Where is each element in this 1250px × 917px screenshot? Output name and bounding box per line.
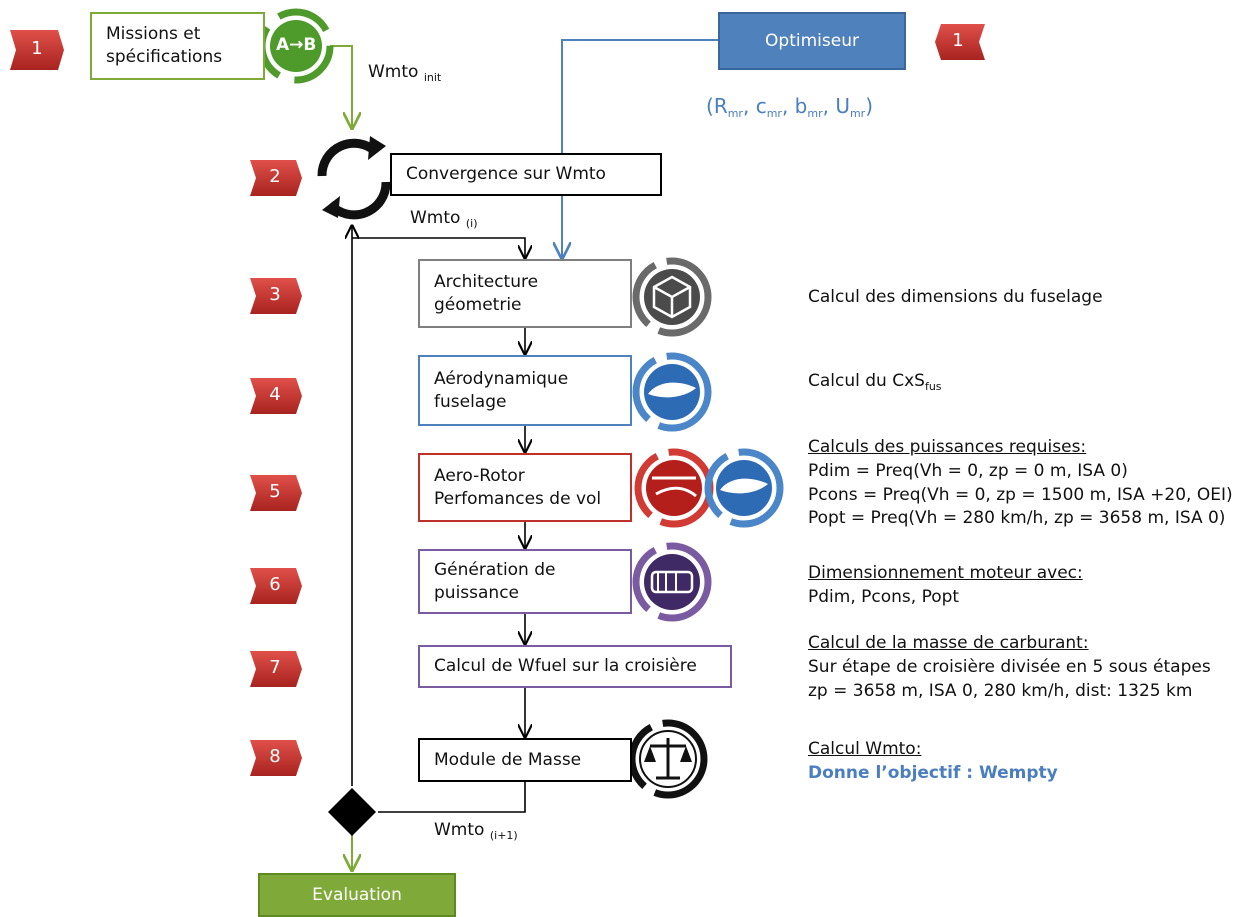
step-number-2: 2 bbox=[269, 166, 281, 187]
aero-line2: fuselage bbox=[434, 391, 507, 412]
missions-line2: spécifications bbox=[106, 47, 223, 67]
fuel-desc-line2: zp = 3658 m, ISA 0, 280 km/h, dist: 1325… bbox=[808, 680, 1193, 701]
aero-description: Calcul du CxSfus bbox=[808, 370, 942, 394]
gen-desc-line1: Pdim, Pcons, Popt bbox=[808, 586, 960, 607]
rotor-desc-line3: Popt = Preq(Vh = 280 km/h, zp = 3658 m, … bbox=[808, 508, 1226, 529]
black-connectors bbox=[352, 226, 525, 813]
chevron-1-right bbox=[935, 24, 985, 60]
wmto-i-main: Wmto bbox=[410, 208, 461, 228]
fuel-desc-line1: Sur étape de croisière divisée en 5 sous… bbox=[808, 656, 1211, 677]
wmto-init-label: Wmto init bbox=[368, 62, 441, 84]
wmto-i1-sub: (i+1) bbox=[489, 829, 518, 842]
var-u-sub: mr bbox=[849, 107, 866, 120]
rotor-line2: Perfomances de vol bbox=[434, 488, 602, 509]
generation-box: Génération de puissance bbox=[418, 549, 632, 614]
optimiseur-box: Optimiseur bbox=[718, 12, 906, 70]
step-number-8: 8 bbox=[269, 746, 281, 767]
chevron-5 bbox=[250, 475, 302, 511]
chevron-3 bbox=[250, 278, 302, 314]
green-connectors bbox=[330, 45, 352, 870]
var-sep3: , bbox=[822, 94, 836, 118]
chevron-4 bbox=[250, 378, 302, 414]
aero-box: Aérodynamique fuselage bbox=[418, 355, 632, 426]
rotor-desc-title: Calculs des puissances requises: bbox=[808, 437, 1087, 457]
evaluation-label: Evaluation bbox=[312, 884, 402, 905]
aero-desc-main: Calcul du CxS bbox=[808, 371, 925, 391]
var-c: c bbox=[755, 94, 767, 118]
chevron-8 bbox=[250, 740, 302, 776]
wmto-i-label: Wmto (i) bbox=[410, 208, 477, 230]
architecture-cube-icon bbox=[632, 257, 712, 337]
wmto-i1-main: Wmto bbox=[434, 820, 485, 840]
masse-desc-title: Calcul Wmto: bbox=[808, 739, 922, 759]
wmto-i-sub: (i) bbox=[465, 217, 478, 230]
step-number-4: 4 bbox=[269, 384, 281, 405]
gen-desc-title: Dimensionnement moteur avec: bbox=[808, 563, 1083, 583]
convergence-box: Convergence sur Wmto bbox=[390, 153, 662, 196]
fuel-description: Calcul de la masse de carburant: Sur éta… bbox=[808, 632, 1211, 703]
optimiser-connector bbox=[562, 39, 718, 258]
var-r-sub: mr bbox=[727, 107, 743, 120]
rotor-desc-line1: Pdim = Preq(Vh = 0, zp = 0 m, ISA 0) bbox=[808, 460, 1128, 481]
var-open: ( bbox=[706, 94, 714, 118]
aero-desc-sub: fus bbox=[924, 380, 942, 393]
generation-line2: puissance bbox=[434, 582, 519, 603]
chevron-6 bbox=[250, 568, 302, 604]
masse-box: Module de Masse bbox=[418, 738, 632, 782]
var-sep1: , bbox=[742, 94, 756, 118]
architecture-box: Architecture géometrie bbox=[418, 259, 632, 328]
step-number-3: 3 bbox=[269, 284, 281, 305]
step-number-1-right: 1 bbox=[952, 30, 964, 51]
rotor-description: Calculs des puissances requises: Pdim = … bbox=[808, 436, 1233, 531]
convergence-loop-icon bbox=[317, 136, 391, 220]
optimiseur-label: Optimiseur bbox=[765, 30, 859, 51]
architecture-line2: géometrie bbox=[434, 294, 522, 315]
architecture-line1: Architecture bbox=[434, 271, 539, 292]
var-b-sub: mr bbox=[807, 107, 823, 120]
missions-line1: Missions et bbox=[106, 24, 201, 45]
step-number-1-left: 1 bbox=[31, 38, 43, 59]
rotor-desc-line2: Pcons = Preq(Vh = 0, zp = 1500 m, ISA +2… bbox=[808, 484, 1233, 505]
step-number-7: 7 bbox=[269, 657, 281, 678]
aero-line1: Aérodynamique bbox=[434, 368, 569, 389]
engine-generation-icon bbox=[632, 542, 712, 622]
step-number-6: 6 bbox=[269, 574, 281, 595]
convergence-label: Convergence sur Wmto bbox=[406, 164, 606, 185]
generation-description: Dimensionnement moteur avec: Pdim, Pcons… bbox=[808, 562, 1083, 610]
ab-icon-label: A→B bbox=[276, 35, 317, 55]
wfuel-label: Calcul de Wfuel sur la croisière bbox=[434, 656, 697, 677]
var-sep2: , bbox=[781, 94, 795, 118]
rotor-aero-icon bbox=[704, 448, 784, 528]
architecture-description: Calcul des dimensions du fuselage bbox=[808, 287, 1103, 307]
chevron-1-left bbox=[10, 30, 64, 70]
generation-line1: Génération de bbox=[434, 559, 556, 580]
var-b: b bbox=[794, 94, 808, 118]
step-number-5: 5 bbox=[269, 481, 281, 502]
masse-label: Module de Masse bbox=[434, 749, 582, 770]
wfuel-box: Calcul de Wfuel sur la croisière bbox=[418, 645, 732, 688]
var-r: R bbox=[713, 94, 728, 118]
wmto-init-sub: init bbox=[423, 71, 442, 84]
aero-fuselage-icon bbox=[632, 352, 712, 432]
fuel-desc-title: Calcul de la masse de carburant: bbox=[808, 633, 1089, 653]
chevron-7 bbox=[250, 651, 302, 687]
evaluation-box: Evaluation bbox=[258, 873, 456, 917]
wmto-init-main: Wmto bbox=[368, 62, 419, 82]
wmto-i1-label: Wmto (i+1) bbox=[434, 820, 518, 842]
var-u: U bbox=[835, 94, 850, 118]
rotor-box: Aero-Rotor Perfomances de vol bbox=[418, 453, 632, 522]
masse-description: Calcul Wmto: Donne l’objectif : Wempty bbox=[808, 738, 1058, 786]
rotor-performance-icon bbox=[634, 448, 714, 528]
var-close: ) bbox=[865, 94, 874, 118]
step-chevrons bbox=[10, 24, 985, 776]
mass-scale-icon bbox=[628, 719, 708, 799]
chevron-2 bbox=[250, 160, 302, 196]
design-variables: (Rmr, cmr, bmr, Umr) bbox=[706, 94, 873, 120]
decision-diamond bbox=[328, 788, 376, 836]
missions-box: Missions et spécifications bbox=[90, 12, 265, 80]
var-c-sub: mr bbox=[766, 107, 782, 120]
masse-desc-objective: Donne l’objectif : Wempty bbox=[808, 762, 1058, 783]
rotor-line1: Aero-Rotor bbox=[434, 465, 525, 486]
